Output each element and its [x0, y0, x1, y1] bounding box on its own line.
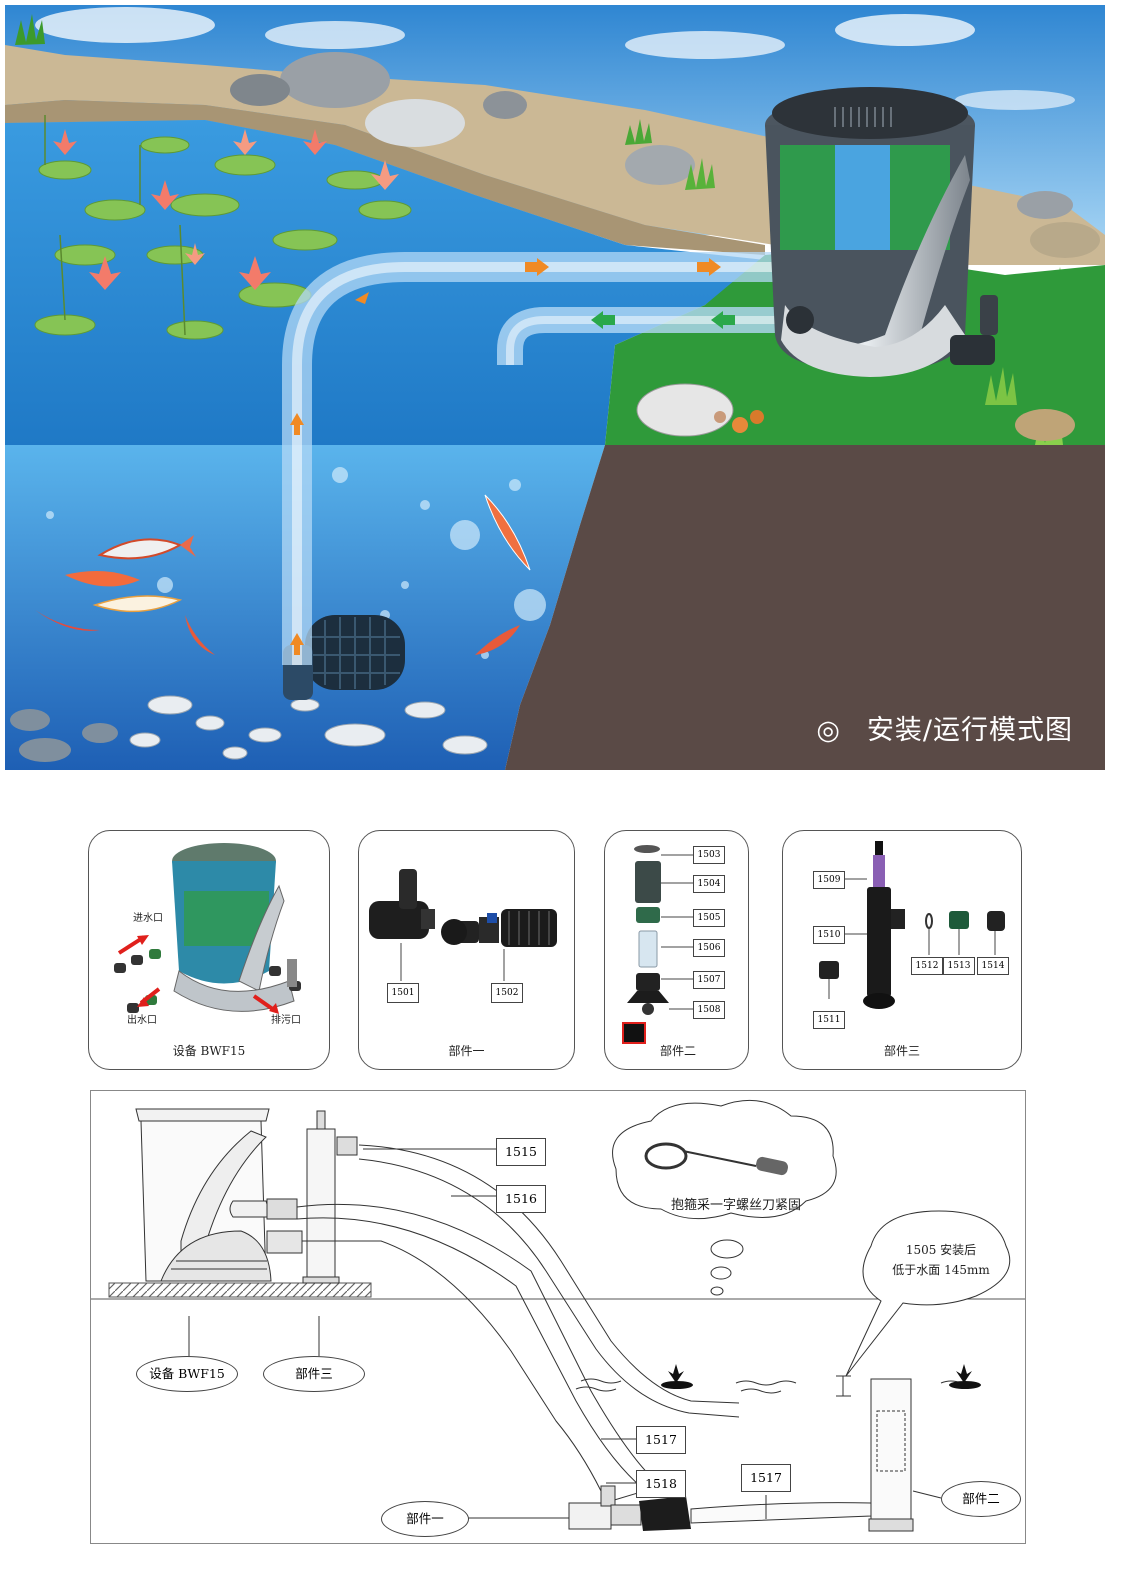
panel-device: 进水口 出水口 排污口 设备 BWF15 — [88, 830, 330, 1070]
filter-unit — [765, 87, 998, 377]
soil — [505, 445, 1105, 770]
code-1517-hose: 1517 — [636, 1426, 686, 1454]
caption-symbol: ◎ — [816, 715, 841, 746]
clamp-note: 抱箍采一字螺丝刀紧固 — [670, 1198, 801, 1213]
code-1512: 1512 — [911, 957, 943, 975]
panel-part2-title: 部件二 — [660, 1044, 697, 1058]
panel-part3: 1509 1510 1511 1512 1513 1514 部件三 — [782, 830, 1022, 1070]
installation-scene: ◎ 安装/运行模式图 — [5, 5, 1105, 770]
lotus-icon — [661, 1364, 981, 1389]
part2-drawing — [622, 845, 693, 1044]
panel-device-title: 设备 BWF15 — [172, 1044, 246, 1058]
depth-note-bubble — [845, 1210, 1011, 1377]
outlet-label: 出水口 — [127, 1015, 157, 1026]
install-diagram: 1515 1516 1517 1518 1517 抱箍采一字螺丝刀紧固 1505… — [90, 1090, 1026, 1544]
code-1506: 1506 — [693, 939, 725, 957]
code-1514: 1514 — [977, 957, 1009, 975]
code-1501: 1501 — [387, 983, 419, 1003]
screwdriver-icon — [682, 1150, 757, 1167]
pump — [283, 615, 405, 700]
panel-part2: 1503 1504 1505 1506 1507 1508 部件二 — [604, 830, 749, 1070]
depth-note-line2: 低于水面 145mm — [892, 1263, 990, 1277]
part2-oval: 部件二 — [941, 1481, 1021, 1517]
clamp-note-cloud — [612, 1099, 837, 1296]
clamp-icon — [644, 1142, 688, 1170]
scene-illustration — [5, 5, 1105, 770]
caption-text: 安装/运行模式图 — [866, 715, 1073, 746]
code-1510: 1510 — [813, 926, 845, 944]
code-1513: 1513 — [943, 957, 975, 975]
code-1517-pipe: 1517 — [741, 1464, 791, 1492]
install-drawing — [91, 1099, 1025, 1532]
device-oval: 设备 BWF15 — [136, 1356, 238, 1392]
part3-drawing — [819, 841, 1005, 1009]
device-drawing — [114, 843, 301, 1014]
panel-part1: 1501 1502 部件一 — [358, 830, 575, 1070]
scene-caption: ◎ 安装/运行模式图 — [816, 708, 1073, 747]
part1-oval: 部件一 — [381, 1501, 469, 1537]
part1-drawing — [369, 869, 557, 981]
code-1507: 1507 — [693, 971, 725, 989]
code-1516: 1516 — [496, 1185, 546, 1213]
depth-note-line1: 1505 安装后 — [905, 1243, 977, 1257]
part3-oval: 部件三 — [263, 1356, 365, 1392]
panel-part3-title: 部件三 — [883, 1044, 920, 1058]
code-1508: 1508 — [693, 1001, 725, 1019]
koi-icon — [35, 494, 531, 655]
code-1518: 1518 — [636, 1470, 686, 1498]
code-1505: 1505 — [693, 909, 725, 927]
code-1515: 1515 — [496, 1138, 546, 1166]
flow-arrow-icon — [290, 258, 735, 655]
inlet-label: 进水口 — [133, 913, 163, 924]
lotus-icon — [53, 129, 399, 290]
code-1509: 1509 — [813, 871, 845, 889]
code-1511: 1511 — [813, 1011, 845, 1029]
drain-label: 排污口 — [271, 1015, 301, 1026]
code-1502: 1502 — [491, 983, 523, 1003]
parts-section: 进水口 出水口 排污口 设备 BWF15 1501 1502 部件一 — [0, 820, 1125, 1590]
code-1503: 1503 — [693, 846, 725, 864]
panel-part1-title: 部件一 — [448, 1044, 485, 1058]
code-1504: 1504 — [693, 875, 725, 893]
